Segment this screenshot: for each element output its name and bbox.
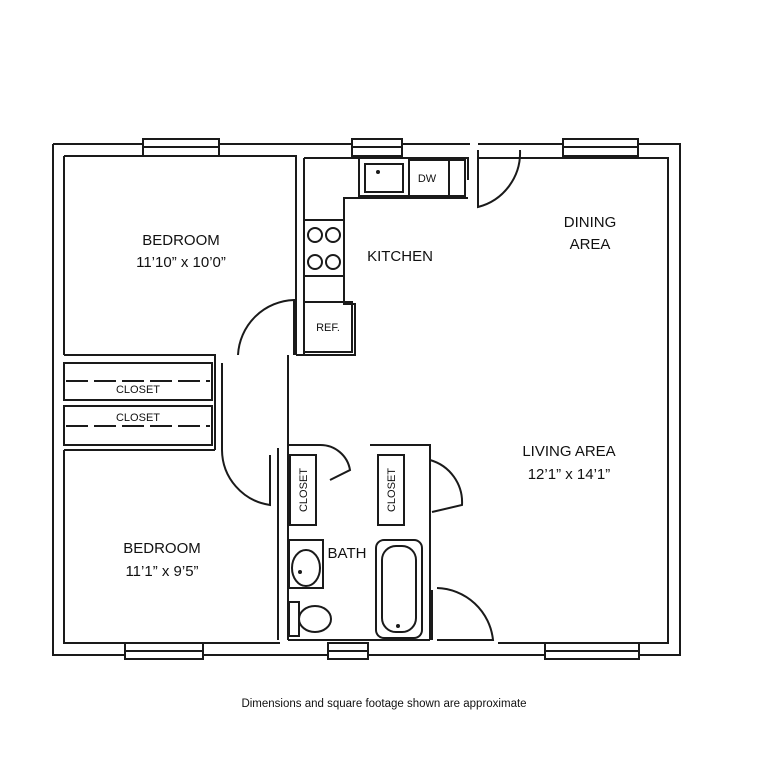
bedroom1-size: 11’10” x 10’0” bbox=[136, 254, 226, 271]
dishwasher-label: DW bbox=[418, 173, 437, 185]
bedroom1-label: BEDROOM bbox=[142, 232, 220, 249]
interior-walls bbox=[63, 197, 468, 641]
kitchen-fixtures bbox=[303, 157, 466, 353]
doors bbox=[221, 149, 522, 641]
windows bbox=[124, 138, 640, 660]
closet-rods bbox=[66, 380, 210, 427]
living-label: LIVING AREA bbox=[522, 443, 615, 460]
closet-label-2: CLOSET bbox=[116, 412, 160, 424]
dining-label-line1: DINING bbox=[564, 214, 617, 231]
footer-note: Dimensions and square footage shown are … bbox=[241, 698, 527, 710]
bedroom2-size: 11’1” x 9’5” bbox=[125, 563, 198, 580]
closet-label-1: CLOSET bbox=[116, 384, 160, 396]
bedroom2-label: BEDROOM bbox=[123, 540, 201, 557]
drain-icon bbox=[396, 624, 400, 628]
dining-label-line2: AREA bbox=[570, 236, 611, 253]
closet-label-4: CLOSET bbox=[386, 468, 398, 512]
closet-label-3: CLOSET bbox=[298, 468, 310, 512]
refrigerator-label: REF. bbox=[316, 322, 340, 334]
sink-drain-icon bbox=[376, 170, 380, 174]
bath-fixtures bbox=[288, 539, 423, 639]
bath-closets bbox=[289, 454, 405, 526]
kitchen-label: KITCHEN bbox=[367, 248, 433, 265]
bath-label: BATH bbox=[328, 545, 367, 562]
living-size: 12’1” x 14’1” bbox=[528, 466, 611, 483]
lavatory-drain-icon bbox=[298, 570, 302, 574]
